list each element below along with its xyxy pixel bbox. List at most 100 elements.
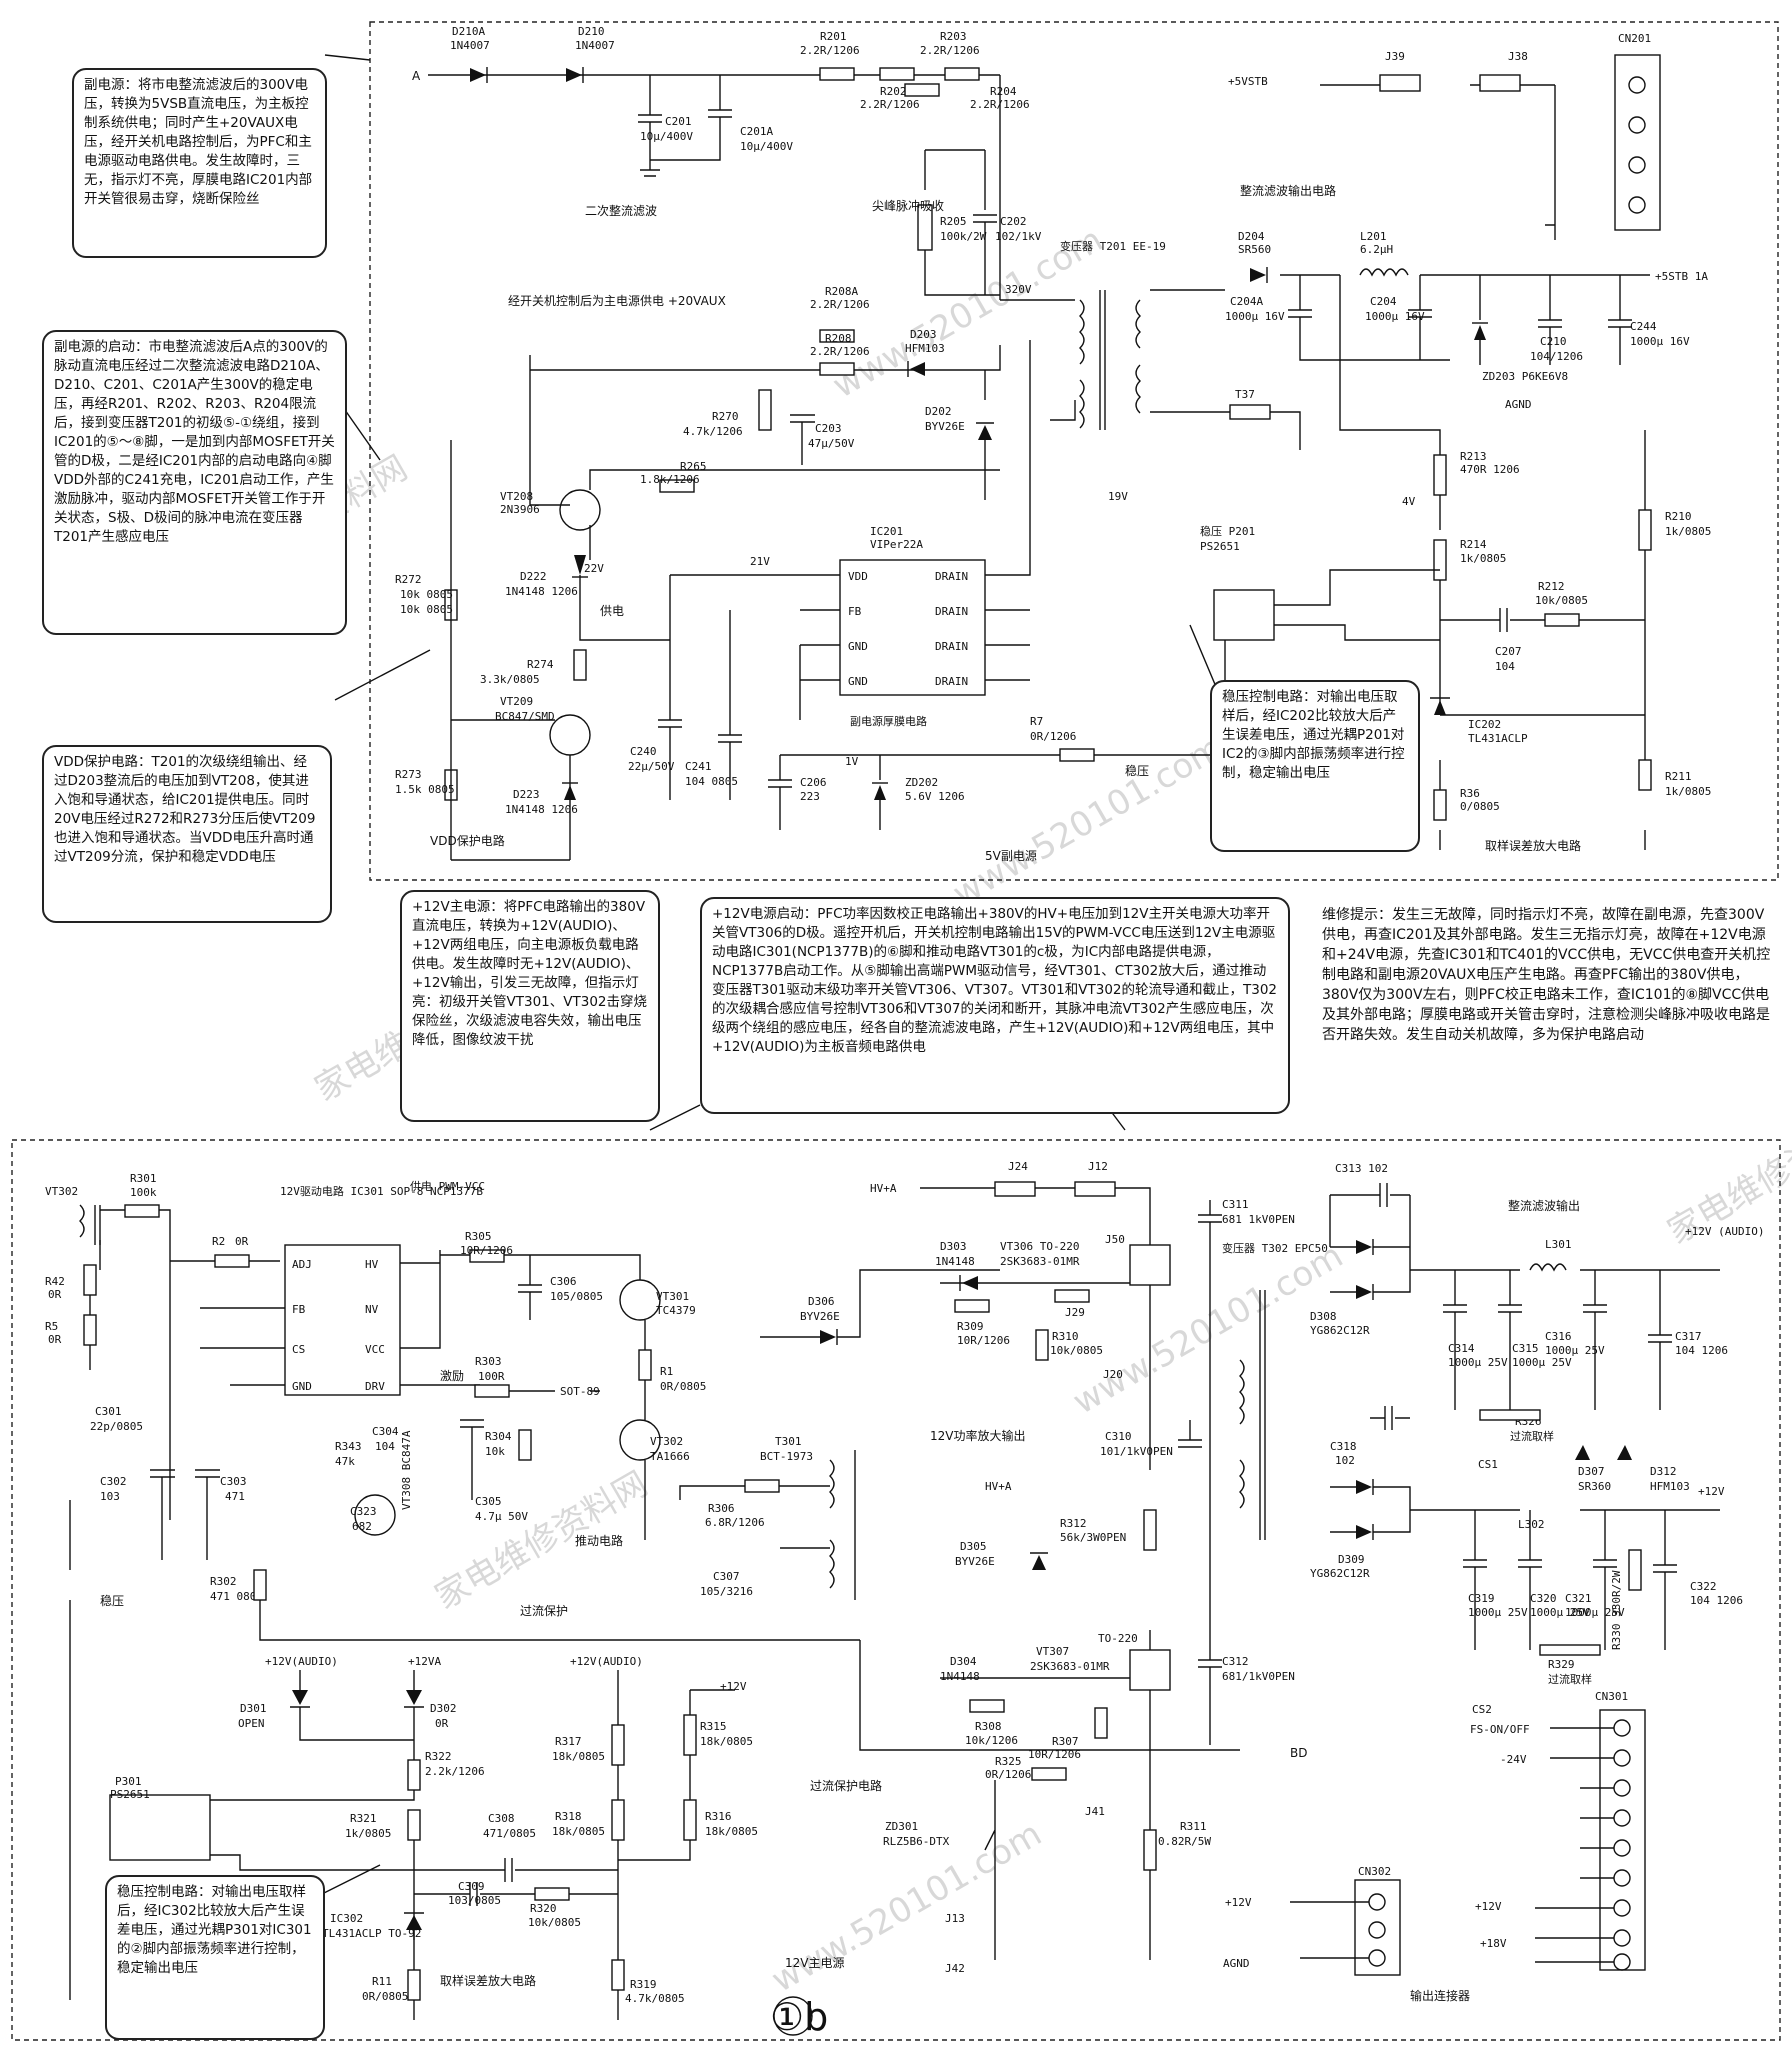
component-label: ADJ <box>292 1258 312 1271</box>
component-label: D312 <box>1650 1465 1677 1478</box>
component-label: VDD <box>848 570 868 583</box>
component-label: J29 <box>1065 1306 1085 1319</box>
component-label: 10μ/400V <box>640 130 693 143</box>
component-label: DRAIN <box>935 675 968 688</box>
component-label: +18V <box>1480 1937 1507 1950</box>
component-label: 21V <box>750 555 770 568</box>
component-label: 0R/0805 <box>362 1990 408 2003</box>
schematic-symbol <box>969 1699 1005 1713</box>
schematic-symbol <box>985 340 1031 681</box>
component-label: 2N3906 <box>500 503 540 516</box>
component-label: C308 <box>488 1812 515 1825</box>
schematic-symbol <box>978 425 992 440</box>
component-label: 1000μ 16V <box>1630 335 1690 348</box>
component-label: D306 <box>808 1295 835 1308</box>
schematic-symbol <box>1094 1707 1108 1739</box>
component-label: 1.5k 0805 <box>395 783 455 796</box>
component-label: 1N4007 <box>450 39 490 52</box>
component-label: L301 <box>1545 1238 1572 1251</box>
component-label: +12V (AUDIO) <box>1685 1225 1764 1238</box>
schematic-symbol <box>670 574 840 720</box>
component-label: D303 <box>940 1240 967 1253</box>
component-label: C241 <box>685 760 712 773</box>
schematic-symbol <box>1479 74 1521 92</box>
component-label: VT302 <box>650 1435 683 1448</box>
component-label: D204 <box>1238 230 1265 243</box>
component-label: DRAIN <box>935 605 968 618</box>
component-label: T301 <box>775 1435 802 1448</box>
component-label: C201A <box>740 125 773 138</box>
component-label: 2.2R/1206 <box>860 98 920 111</box>
component-label: 471 0805 <box>210 1590 263 1603</box>
component-label: 4.7k/0805 <box>625 1992 685 2005</box>
schematic-symbol <box>973 214 997 223</box>
schematic-symbol <box>1529 1263 1567 1272</box>
schematic-symbol <box>440 1254 641 1280</box>
component-label: DRAIN <box>935 570 968 583</box>
component-label: R272 <box>395 573 422 586</box>
component-label: R302 <box>210 1575 237 1588</box>
component-label: 47μ/50V <box>808 437 855 450</box>
p201-opto <box>1213 589 1275 641</box>
component-label: C314 <box>1448 1342 1475 1355</box>
component-label: 1000μ 25V <box>1512 1356 1572 1369</box>
schematic-symbol <box>1538 275 1562 365</box>
component-label: 104 1206 <box>1690 1594 1743 1607</box>
repair-tip-text: 维修提示：发生三无故障，同时指示灯不亮，故障在副电源，先查300V供电，再查IC… <box>1322 907 1771 1043</box>
schematic-symbol <box>1408 275 1432 360</box>
component-label: CN201 <box>1618 32 1651 45</box>
schematic-symbol <box>474 1384 510 1398</box>
schematic-symbol <box>1330 1183 1410 1207</box>
component-label: 2.2k/1206 <box>425 1765 485 1778</box>
component-label: C206 <box>800 776 827 789</box>
component-label: +12V <box>720 1680 747 1693</box>
schematic-symbol <box>638 1349 652 1381</box>
ic201-block <box>839 559 986 696</box>
t201-label: 变压器 T201 EE-19 <box>1060 239 1166 253</box>
component-label: 稳压 P201 <box>1200 524 1255 538</box>
component-label: 104/1206 <box>1530 350 1583 363</box>
vt306-fet <box>1129 1244 1171 1286</box>
component-label: +12V <box>1225 1896 1252 1909</box>
component-label: CN302 <box>1358 1865 1391 1878</box>
point-a-label: A <box>412 69 421 83</box>
schematic-symbol <box>859 1640 1240 1751</box>
r202 <box>879 67 915 81</box>
component-label: R7 <box>1030 715 1043 728</box>
component-label: 1k/0805 <box>345 1827 391 1840</box>
component-label: C304 <box>372 1425 399 1438</box>
component-label: +5VSTB <box>1228 75 1268 88</box>
component-label: -24V <box>1500 1753 1527 1766</box>
component-label: 105/0805 <box>550 1290 603 1303</box>
component-label: P301 <box>115 1775 142 1788</box>
component-label: 102/1kV <box>995 230 1042 243</box>
component-label: L201 <box>1360 230 1387 243</box>
schematic-symbol <box>1198 1640 1222 1745</box>
component-label: C204A <box>1230 295 1263 308</box>
schematic-symbol <box>718 610 742 800</box>
component-label: VT306 TO-220 <box>1000 1240 1079 1253</box>
component-label: VCC <box>365 1343 385 1356</box>
note-aux-power: 副电源：将市电整流滤波后的300V电压，转换为5VSB直流电压，为主板控制系统供… <box>72 68 327 258</box>
component-label: BYV26E <box>955 1555 995 1568</box>
component-label: R317 <box>555 1735 582 1748</box>
schematic-symbol <box>1356 1480 1372 1494</box>
component-label: 4.7k/1206 <box>683 425 743 438</box>
schematic-symbol <box>1329 1195 1720 1293</box>
component-label: 4V <box>1402 495 1416 508</box>
component-label: NV <box>365 1303 379 1316</box>
component-label: D305 <box>960 1540 987 1553</box>
component-label: R202 <box>880 85 907 98</box>
component-label: 1N4148 1206 <box>505 803 578 816</box>
component-label: 10R/1206 <box>460 1244 513 1257</box>
component-label: D309 <box>1338 1553 1365 1566</box>
component-label: D304 <box>950 1655 977 1668</box>
component-label: C204 <box>1370 295 1397 308</box>
component-label: +12V(AUDIO) <box>570 1655 643 1668</box>
component-label: FB <box>292 1303 306 1316</box>
schematic-symbol <box>407 1759 421 1791</box>
component-label: 10k 0805 <box>400 588 453 601</box>
component-label: J13 <box>945 1912 965 1925</box>
schematic-symbol <box>1379 74 1421 92</box>
